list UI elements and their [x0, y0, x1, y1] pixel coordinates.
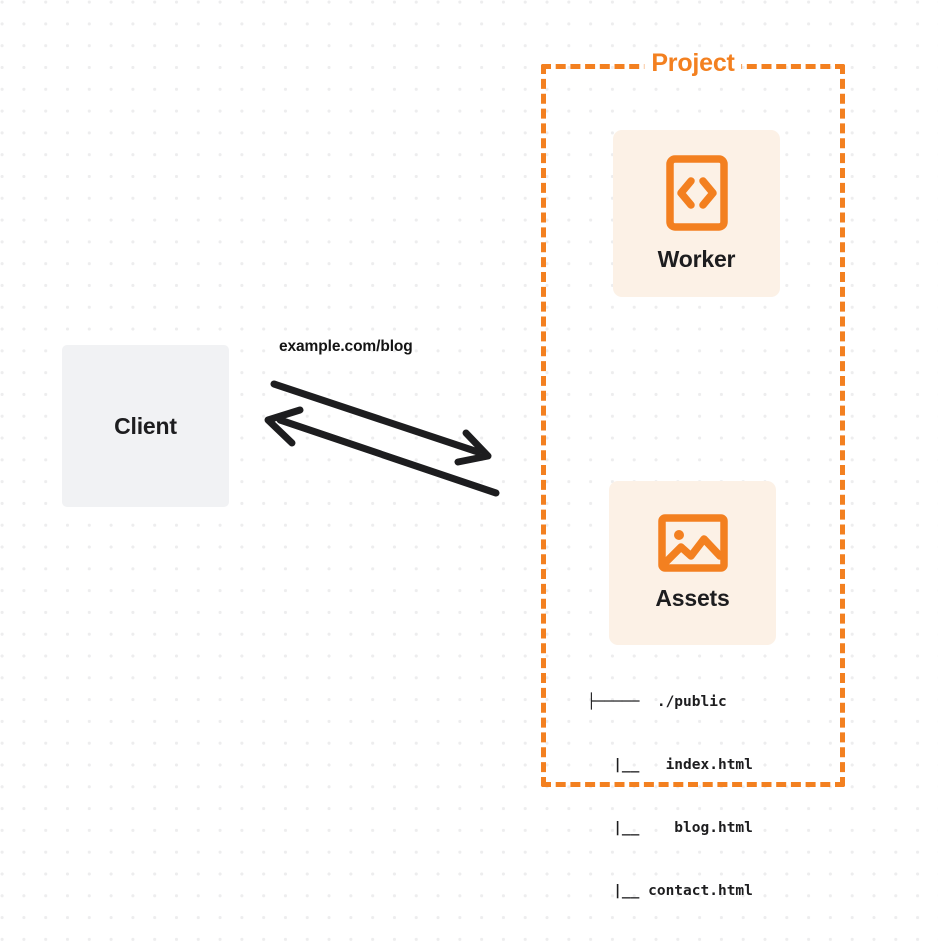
worker-label: Worker	[657, 245, 736, 272]
tree-row: |__ blog.html	[587, 818, 753, 839]
tree-row: |__ contact.html	[587, 881, 753, 902]
worker-node[interactable]: Worker	[613, 130, 780, 297]
tree-name: blog.html	[639, 820, 753, 836]
tree-row: ├───── ./public	[587, 692, 753, 713]
client-label: Client	[114, 412, 177, 439]
edge-label-url: example.com/blog	[279, 338, 413, 355]
tree-name: index.html	[639, 757, 753, 773]
assets-node[interactable]: Assets	[609, 481, 776, 645]
tree-branch: |__	[587, 883, 640, 899]
tree-branch: ├─────	[587, 694, 640, 710]
tree-name: ./public	[639, 694, 727, 710]
assets-file-tree: ├───── ./public |__ index.html |__ blog.…	[587, 650, 753, 944]
client-node[interactable]: Client	[62, 345, 229, 507]
response-arrow	[264, 406, 500, 497]
assets-label: Assets	[655, 585, 730, 611]
project-title: Project	[644, 51, 742, 76]
tree-row: |__ index.html	[587, 755, 753, 776]
diagram-canvas: Client example.com/blog Project Worker	[62, 51, 845, 899]
tree-name: contact.html	[639, 883, 753, 899]
image-icon	[657, 514, 728, 572]
project-container: Project	[541, 51, 845, 787]
tree-branch: |__	[587, 820, 640, 836]
code-brackets-icon	[665, 154, 728, 231]
tree-branch: |__	[587, 757, 640, 773]
request-arrow	[270, 380, 492, 466]
